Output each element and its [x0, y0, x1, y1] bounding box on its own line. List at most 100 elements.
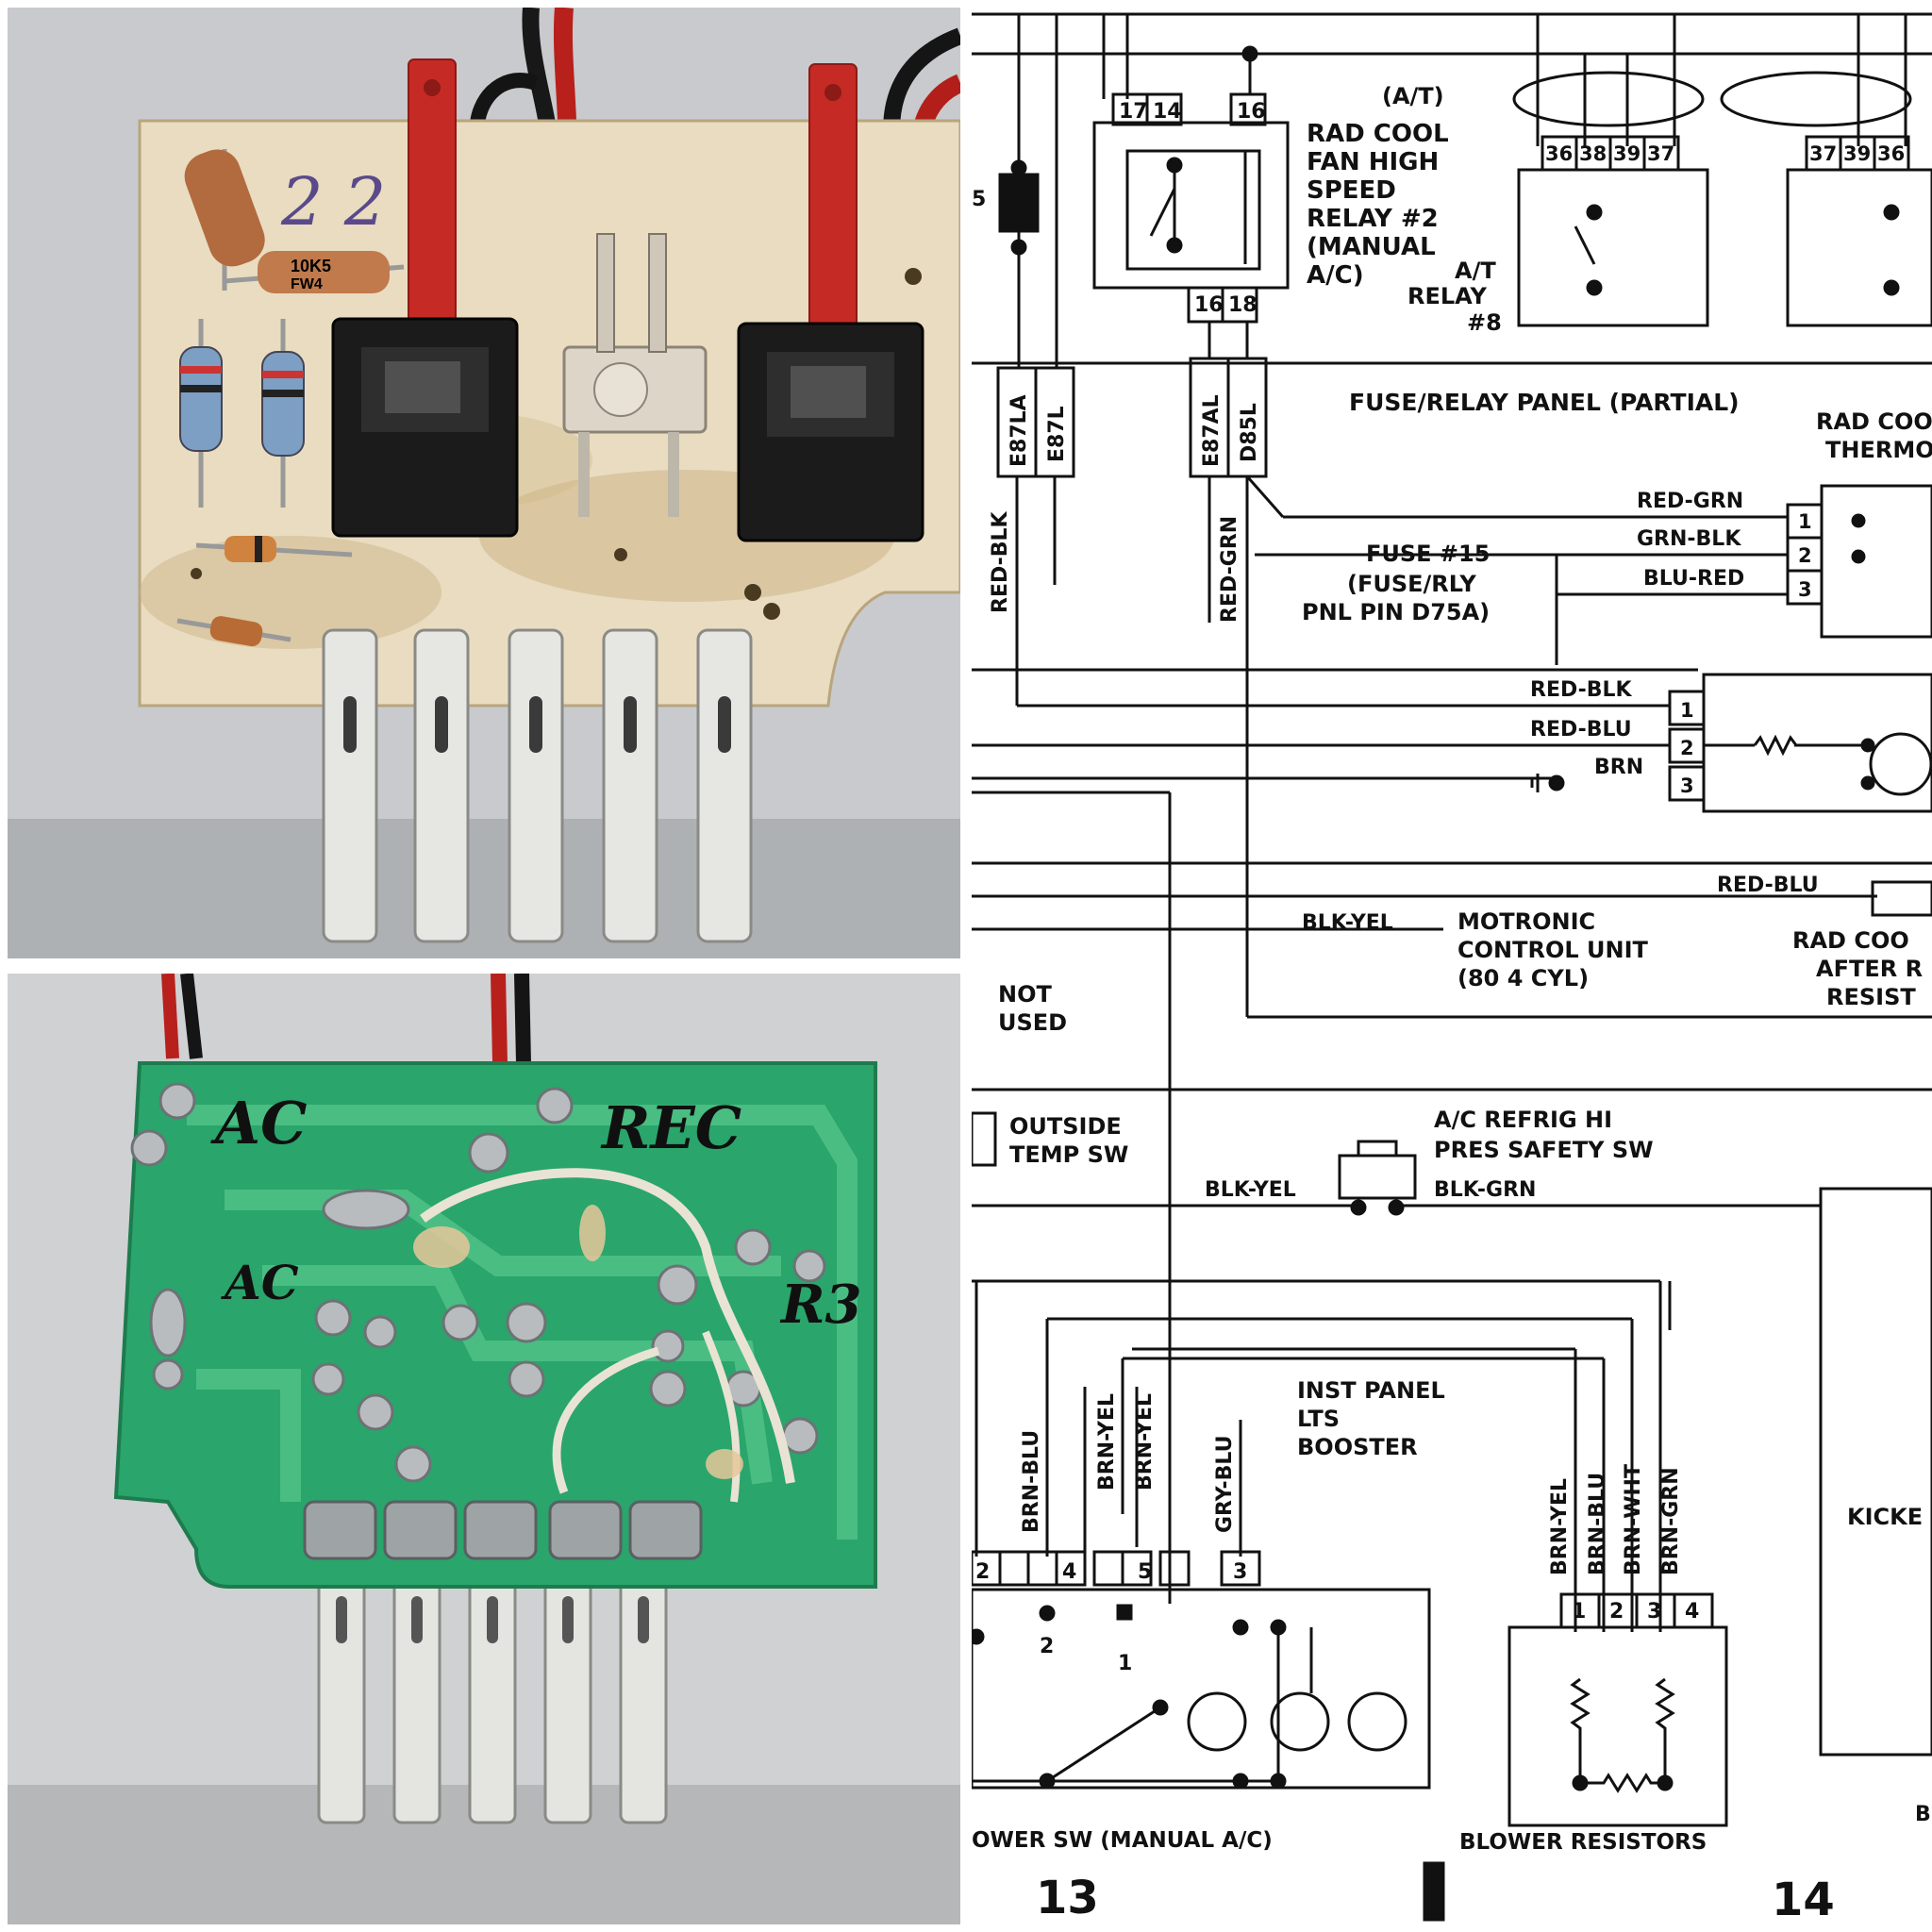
wire-label: RED-GRN	[1218, 516, 1241, 623]
pin-label: 37	[1809, 142, 1837, 165]
fuse15-line: (FUSE/RLY	[1347, 571, 1476, 597]
rad-cool-after-line: RAD COO	[1792, 927, 1909, 954]
wire-label: RED-BLU	[1717, 874, 1819, 897]
grid-reference: 14	[1772, 1874, 1835, 1926]
not-used-line: USED	[998, 1009, 1067, 1036]
photo-bg-shadow	[8, 819, 960, 958]
ink-label-r3: R3	[779, 1274, 862, 1336]
connector-label: D85L	[1238, 403, 1261, 462]
black-switches	[331, 317, 924, 542]
pin-label: 36	[1877, 142, 1905, 165]
photo-bottom-solder-side: AC REC AC R3	[8, 974, 960, 1924]
pin-label: 1	[1798, 510, 1812, 533]
ink-label-rec: REC	[600, 1093, 741, 1162]
relay-label-line: RELAY #2	[1307, 205, 1439, 233]
pin-label: 17	[1119, 100, 1148, 124]
kicked-label: KICKE	[1847, 1504, 1923, 1530]
pin-label: 39	[1843, 142, 1871, 165]
pin-label: 38	[1579, 142, 1607, 165]
wire-label: BRN-BLU	[1020, 1430, 1043, 1533]
ink-label-ac-2: AC	[221, 1255, 299, 1310]
wiring-schematic: 17 14 16 16 18 RAD COOL FAN HIGH SPEED R…	[972, 0, 1932, 1932]
connector-label: E87AL	[1200, 394, 1224, 467]
fuse15-line: FUSE #15	[1366, 541, 1490, 567]
resistors: 10K5 FW4	[179, 149, 405, 508]
connector-label: E87LA	[1008, 394, 1031, 467]
wire-label: BLU-RED	[1643, 567, 1744, 591]
wire-label: GRN-BLK	[1637, 527, 1741, 551]
inst-panel-line: INST PANEL	[1297, 1377, 1445, 1404]
relay-1-pins: 17 14 16 16 18	[1119, 100, 1266, 317]
wire-label: RED-GRN	[1637, 490, 1743, 513]
fuse-panel-label: FUSE/RELAY PANEL (PARTIAL)	[1349, 389, 1740, 416]
inst-panel-line: LTS	[1297, 1406, 1340, 1432]
thermo-label-2: THERMO	[1825, 437, 1932, 463]
outside-temp-line: OUTSIDE	[1009, 1113, 1122, 1140]
pin-label: 16	[1237, 100, 1266, 124]
relay-3-pins: 37 39 36	[1809, 142, 1905, 165]
pin-label: 18	[1228, 293, 1257, 317]
pencil-mark: 2 2	[280, 163, 386, 241]
pin-label: 3	[1647, 1600, 1661, 1624]
relay-1-label: RAD COOL FAN HIGH SPEED RELAY #2 (MANUAL…	[1307, 120, 1449, 290]
solder-joints	[130, 1082, 826, 1483]
connector-label: E87L	[1045, 406, 1069, 462]
relay-label-line: A/T	[1455, 258, 1496, 284]
wire-label: BLK-YEL	[1205, 1178, 1296, 1202]
relay-label-line: SPEED	[1307, 176, 1396, 205]
wire-label: BRN-BLU	[1586, 1473, 1609, 1575]
relay-label-line: #8	[1467, 309, 1502, 336]
fuse15-line: PNL PIN D75A)	[1302, 599, 1490, 625]
terminal-tabs	[322, 628, 753, 943]
pin-label: 1	[1572, 1600, 1586, 1624]
ink-label-ac: AC	[210, 1089, 307, 1158]
inst-panel-line: BOOSTER	[1297, 1434, 1418, 1460]
refrig-sw-line: A/C REFRIG HI	[1434, 1107, 1612, 1133]
wire-label: BRN-YEL	[1548, 1478, 1572, 1575]
wire-label: BRN-WHT	[1622, 1464, 1645, 1575]
wire-label: BRN-YEL	[1133, 1393, 1157, 1491]
relay-2-pins: 36 38 39 37	[1545, 142, 1674, 165]
edge-label: B	[1915, 1803, 1931, 1826]
relay-label-line: FAN HIGH	[1307, 148, 1439, 176]
relay-2-label: A/T RELAY #8	[1407, 258, 1502, 336]
wire-label: BRN-YEL	[1095, 1393, 1119, 1491]
rad-cool-after-line: AFTER R	[1816, 956, 1923, 982]
pin-label: 1	[1680, 699, 1694, 722]
white-jumper-wire	[420, 1168, 795, 1484]
rad-cool-after-line: RESIST	[1826, 984, 1916, 1010]
relay-label-line: RAD COOL	[1307, 120, 1449, 148]
motronic-line: CONTROL UNIT	[1457, 937, 1649, 963]
switch-position: 1	[1118, 1652, 1132, 1675]
pin-label: 2	[1609, 1600, 1624, 1624]
thermo-label-1: RAD COO	[1816, 408, 1932, 435]
outside-temp-line: TEMP SW	[1009, 1141, 1128, 1168]
pin-label: 36	[1545, 142, 1573, 165]
motronic-line: (80 4 CYL)	[1457, 965, 1589, 991]
at-label: (A/T)	[1382, 83, 1444, 109]
white-pin-header	[562, 233, 708, 517]
grid-reference: 13	[1036, 1872, 1099, 1924]
wire-label: BLK-GRN	[1434, 1178, 1536, 1202]
wire-label: BRN	[1594, 756, 1643, 779]
wire-label: GRY-BLU	[1213, 1436, 1237, 1534]
resistor-code-2: FW4	[291, 276, 323, 292]
terminal-tabs-bottom	[317, 1575, 668, 1824]
relay-label-line: (MANUAL	[1307, 233, 1436, 261]
relay-label-line: A/C)	[1307, 261, 1364, 290]
pin-label: 3	[1233, 1560, 1247, 1584]
pin-label: 5	[1138, 1560, 1152, 1584]
diodes	[176, 536, 353, 647]
switch-position: 2	[1040, 1635, 1054, 1658]
edge-label: 5	[972, 188, 986, 211]
pin-label: 14	[1153, 100, 1182, 124]
pin-label: 4	[1685, 1600, 1699, 1624]
blower-resistors-label: BLOWER RESISTORS	[1459, 1830, 1707, 1855]
pin-label: 2	[975, 1560, 990, 1584]
pin-label: 16	[1194, 293, 1224, 317]
refrig-sw-line: PRES SAFETY SW	[1434, 1137, 1654, 1163]
pin-label: 3	[1798, 578, 1812, 601]
pin-label: 3	[1680, 774, 1694, 797]
wire-label: RED-BLK	[989, 510, 1012, 613]
not-used-line: NOT	[998, 981, 1052, 1008]
